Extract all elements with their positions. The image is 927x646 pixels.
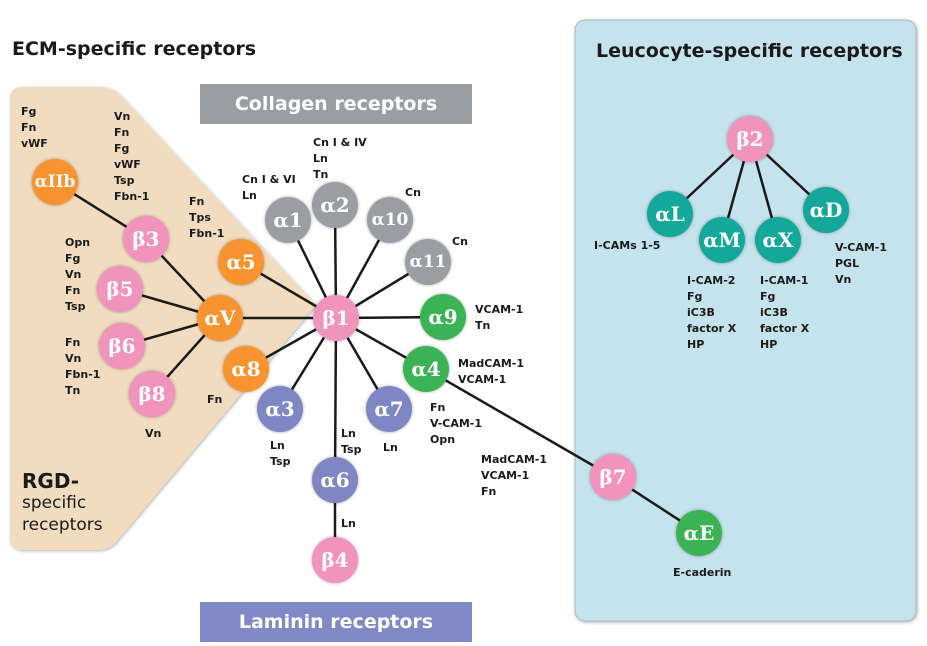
node-beta-4: β4 xyxy=(312,537,358,583)
collagen-receptors-banner: Collagen receptors xyxy=(234,93,438,115)
ligands-alpha6-beta4-edge: Ln xyxy=(341,517,356,530)
node-beta-3: β3 xyxy=(123,216,169,262)
node-beta-7: β7 xyxy=(590,454,636,500)
node-alpha-M: αM xyxy=(699,217,745,263)
leucocyte-title: Leucocyte-specific receptors xyxy=(596,40,903,62)
node-beta-8: β8 xyxy=(129,371,175,417)
ligands-alpha4-beta7-edge: MadCAM-1 VCAM-1 Fn xyxy=(481,453,547,498)
ligands-alpha-IIb: Fg Fn vWF xyxy=(21,105,48,150)
ligands-alpha-4-below: Fn V-CAM-1 Opn xyxy=(430,401,483,446)
node-alpha-4: α4 xyxy=(403,346,449,392)
node-beta-6: β6 xyxy=(99,323,145,369)
node-alpha-3: α3 xyxy=(257,386,303,432)
node-alpha-D: αD xyxy=(803,187,849,233)
ligands-alpha-6: Ln Tsp xyxy=(341,427,362,456)
ligands-alpha-X: I-CAM-1 Fg iC3B factor X HP xyxy=(760,274,810,351)
leucocyte-receptors-panel xyxy=(574,19,917,622)
ecm-title: ECM-specific receptors xyxy=(12,38,257,60)
laminin-receptors-banner: Laminin receptors xyxy=(238,611,434,633)
ligands-alpha-5: Fn Tps Fbn-1 xyxy=(189,195,225,240)
ligands-beta-8: Vn xyxy=(145,427,162,440)
node-alpha-E: αE xyxy=(676,510,722,556)
node-alpha-1: α1 xyxy=(265,197,311,243)
ligands-alpha-L: I-CAMs 1-5 xyxy=(594,239,661,252)
node-alpha-L: αL xyxy=(647,191,693,237)
ligands-beta-5: Opn Fg Vn Fn Tsp xyxy=(65,236,91,313)
rgd-title-line3: receptors xyxy=(22,515,103,535)
node-alpha-10: α10 xyxy=(367,197,413,243)
node-alpha-X: αX xyxy=(755,217,801,263)
ligands-alpha-3: Ln Tsp xyxy=(270,439,291,468)
edge-a4-b7 xyxy=(425,367,614,479)
ligands-alpha-10: Cn xyxy=(405,186,421,199)
node-alpha-5: α5 xyxy=(218,239,264,285)
node-alpha-2: α2 xyxy=(312,182,358,228)
laminin-banner-bg xyxy=(200,602,472,642)
ligands-alpha-8: Fn xyxy=(207,393,223,406)
ligands-alpha-1: Cn I & VI Ln xyxy=(242,173,296,202)
node-alpha-8: α8 xyxy=(223,346,269,392)
ligands-alpha-9: VCAM-1 Tn xyxy=(475,303,524,332)
ligands-beta-6: Fn Vn Fbn-1 Tn xyxy=(65,336,101,397)
rgd-title: RGD- specific receptors xyxy=(22,470,103,536)
node-alpha-V: αV xyxy=(197,295,243,341)
ligands-alpha-E: E-caderin xyxy=(673,566,732,579)
ligands-beta-3: Vn Fn Fg vWF Tsp Fbn-1 xyxy=(114,110,150,203)
node-beta-5: β5 xyxy=(97,266,143,312)
rgd-title-line1: RGD- xyxy=(22,469,80,493)
node-beta-1: β1 xyxy=(313,295,359,341)
node-alpha-9: α9 xyxy=(420,294,466,340)
ligands-alpha-2: Cn I & IV Ln Tn xyxy=(313,136,367,181)
node-alpha-IIb: αIIb xyxy=(32,159,78,205)
node-alpha-6: α6 xyxy=(312,457,358,503)
node-alpha-11: α11 xyxy=(405,239,451,285)
ligands-alpha-7: Ln xyxy=(383,441,398,454)
collagen-banner-bg xyxy=(200,84,472,124)
ligands-alpha-M: I-CAM-2 Fg iC3B factor X HP xyxy=(687,274,737,351)
rgd-title-line2: specific xyxy=(22,493,87,513)
ligands-alpha-D: V-CAM-1 PGL Vn xyxy=(835,241,888,286)
node-beta-2: β2 xyxy=(727,116,773,162)
ligands-alpha-11: Cn xyxy=(452,235,468,248)
node-alpha-7: α7 xyxy=(366,386,412,432)
edge-a6-b1 xyxy=(333,317,338,481)
ligands-alpha-4-right: MadCAM-1 VCAM-1 xyxy=(458,357,524,386)
